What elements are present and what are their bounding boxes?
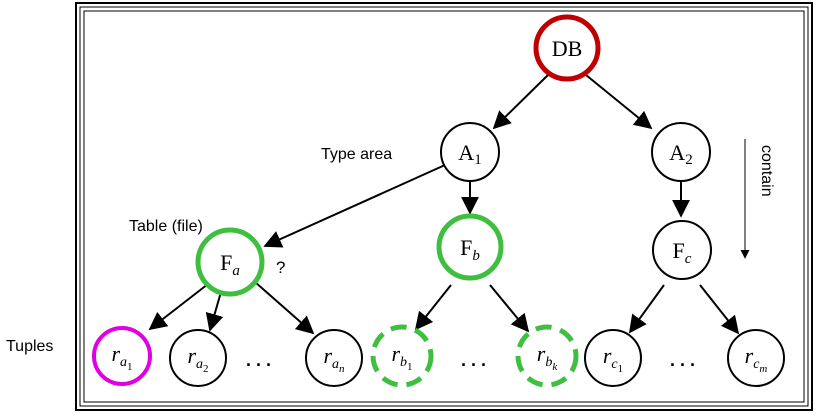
edge-db-a1 <box>492 74 549 130</box>
fa-ring <box>195 227 265 297</box>
question-mark: ? <box>276 258 285 277</box>
ran-ring <box>305 329 363 387</box>
rc1-label: rc1 <box>603 343 623 375</box>
node-fc: Fc <box>652 220 712 280</box>
ellipsis-a: . . . <box>246 350 271 370</box>
node-a2: A2 <box>651 122 711 182</box>
node-ran: ran <box>305 329 363 387</box>
node-ra1: ra1 <box>92 326 152 386</box>
edge-fb-rb1 <box>414 284 452 331</box>
a1-ring <box>440 122 500 182</box>
fc-ring <box>652 220 712 280</box>
fb-ring <box>436 213 504 281</box>
edge-fa-ra2 <box>205 291 224 332</box>
rcm-ring <box>727 329 785 387</box>
ra1-ring <box>92 326 152 386</box>
tuples-label: Tuples <box>6 338 53 355</box>
rb1-ring <box>370 324 434 388</box>
a2-label: A2 <box>669 140 692 168</box>
edge-fb-rbk <box>489 284 530 333</box>
node-fb: Fb <box>436 213 504 281</box>
node-a1: A1 <box>440 122 500 182</box>
db-label: DB <box>552 36 583 61</box>
node-rb1: rb1 <box>370 324 434 388</box>
db-ring <box>533 14 601 82</box>
contain-label: contain <box>758 145 775 197</box>
node-fa: Fa <box>195 227 265 297</box>
type-area-label: Type area <box>321 146 392 163</box>
a2-ring <box>651 122 711 182</box>
edge-db-a2 <box>585 74 653 130</box>
node-ra2: ra2 <box>169 329 227 387</box>
rb1-label: rb1 <box>391 341 412 373</box>
node-rcm: rcm <box>727 329 785 387</box>
edge-a1-fa <box>263 164 446 248</box>
fa-label: Fa <box>220 250 240 279</box>
ellipsis-b: . . . <box>461 350 486 370</box>
rcm-label: rcm <box>745 343 768 375</box>
ra1-label: ra1 <box>111 341 132 373</box>
middle-frame <box>79 6 809 407</box>
node-db: DB <box>533 14 601 82</box>
edge-fc-rc1 <box>628 284 665 334</box>
node-rc1: rc1 <box>584 329 642 387</box>
inner-frame <box>83 10 805 403</box>
rc1-ring <box>584 329 642 387</box>
a1-label: A1 <box>458 140 481 168</box>
edge-fa-ra1 <box>148 283 209 331</box>
edge-fc-rcm <box>699 284 740 335</box>
fb-label: Fb <box>460 235 480 264</box>
rbk-ring <box>515 324 579 388</box>
ellipsis-c: . . . <box>670 350 695 370</box>
table-file-label: Table (file) <box>129 218 203 235</box>
ra2-label: ra2 <box>187 343 208 375</box>
ra2-ring <box>169 329 227 387</box>
node-rbk: rbk <box>515 324 579 388</box>
ran-label: ran <box>323 343 345 375</box>
fc-label: Fc <box>673 238 692 267</box>
edge-fa-ran <box>254 281 315 335</box>
rbk-label: rbk <box>537 341 559 373</box>
outer-frame <box>75 2 813 411</box>
